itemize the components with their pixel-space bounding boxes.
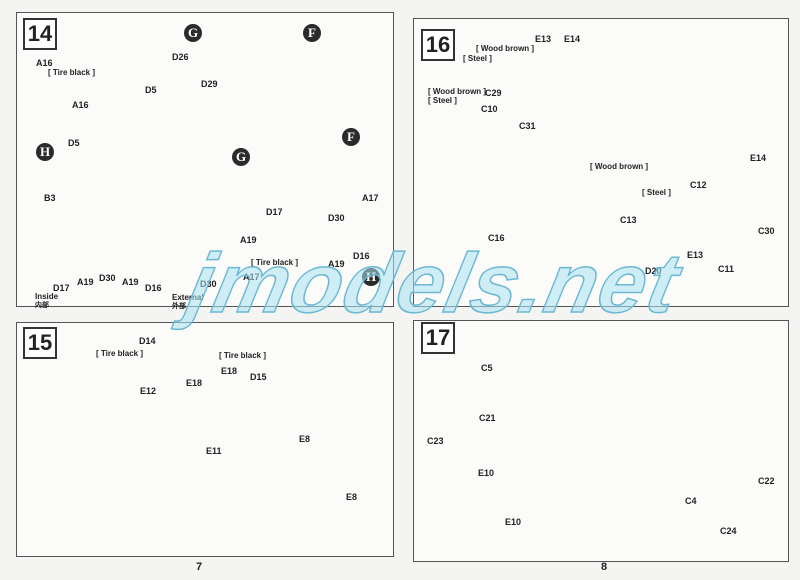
part-label: E14 (564, 34, 581, 44)
part-label: A16 (72, 100, 89, 110)
part-label: D26 (172, 52, 189, 62)
part-label: B3 (44, 193, 56, 203)
part-label: C13 (620, 215, 637, 225)
paint-note: [ Tire black ] (251, 258, 298, 267)
part-label: E8 (346, 492, 358, 502)
part-label: C10 (481, 104, 498, 114)
part-label: D29 (201, 79, 218, 89)
marker-h: H (362, 268, 380, 286)
step-17-panel (413, 320, 789, 562)
part-label: E10 (505, 517, 522, 527)
part-label: D30 (328, 213, 345, 223)
part-label: E11 (206, 446, 222, 456)
marker-g: G (184, 24, 202, 42)
part-label: A19 (240, 235, 257, 245)
step-number: 15 (23, 327, 57, 359)
step-14-panel (16, 12, 394, 307)
external-label-cn: 外部 (172, 303, 186, 310)
paint-note: [ Steel ] (642, 188, 671, 197)
part-label: E12 (140, 386, 157, 396)
marker-f: F (342, 128, 360, 146)
part-label: D16 (353, 251, 370, 261)
step-number: 16 (421, 29, 455, 61)
paint-note: [ Wood brown ] (590, 162, 649, 171)
part-label: C24 (720, 526, 737, 536)
part-label: D16 (145, 283, 162, 293)
part-label: A19 (328, 259, 345, 269)
paint-note: [ Steel ] (428, 96, 457, 105)
part-label: C29 (485, 88, 502, 98)
part-label: E8 (299, 434, 311, 444)
part-label: E18 (186, 378, 203, 388)
part-label: A19 (122, 277, 139, 287)
part-label: C22 (758, 476, 775, 486)
part-label: C5 (481, 363, 493, 373)
part-label: C21 (479, 413, 496, 423)
part-label: C12 (690, 180, 707, 190)
part-label: C11 (718, 264, 735, 274)
part-label: E14 (750, 153, 767, 163)
part-label: A16 (36, 58, 53, 68)
external-label: External (172, 293, 204, 302)
part-label: A17 (243, 272, 260, 282)
part-label: E13 (687, 250, 704, 260)
part-label: D17 (266, 207, 283, 217)
part-label: E18 (221, 366, 238, 376)
watermark: jmodels.net (179, 235, 689, 331)
part-label: C30 (758, 226, 775, 236)
marker-h: H (36, 143, 54, 161)
marker-g: G (232, 148, 250, 166)
part-label: C23 (427, 436, 444, 446)
part-label: D30 (200, 279, 217, 289)
paint-note: [ Wood brown ] (428, 87, 487, 96)
part-label: C16 (488, 233, 505, 243)
step-number: 14 (23, 18, 57, 50)
part-label: D30 (99, 273, 116, 283)
part-label: C31 (519, 121, 536, 131)
part-label: A17 (362, 193, 379, 203)
paint-note: [ Steel ] (463, 54, 492, 63)
part-label: A19 (77, 277, 94, 287)
step-15-panel (16, 322, 394, 557)
inside-label: Inside (35, 292, 59, 301)
paint-note: [ Wood brown ] (476, 44, 535, 53)
step-16-panel (413, 18, 789, 307)
paint-note: [ Tire black ] (96, 349, 143, 358)
part-label: D14 (139, 336, 156, 346)
page-number-left: 7 (196, 561, 203, 573)
part-label: C4 (685, 496, 697, 506)
part-label: E10 (478, 468, 495, 478)
part-label: D5 (145, 85, 157, 95)
part-label: D15 (250, 372, 267, 382)
paint-note: [ Tire black ] (48, 68, 95, 77)
part-label: D5 (68, 138, 80, 148)
paint-note: [ Tire black ] (219, 351, 266, 360)
part-label: D17 (53, 283, 70, 293)
inside-label-cn: 内部 (35, 302, 49, 309)
part-label: D20 (645, 266, 662, 276)
step-number: 17 (421, 322, 455, 354)
page-number-right: 8 (601, 561, 608, 573)
part-label: E13 (535, 34, 552, 44)
marker-f: F (303, 24, 321, 42)
